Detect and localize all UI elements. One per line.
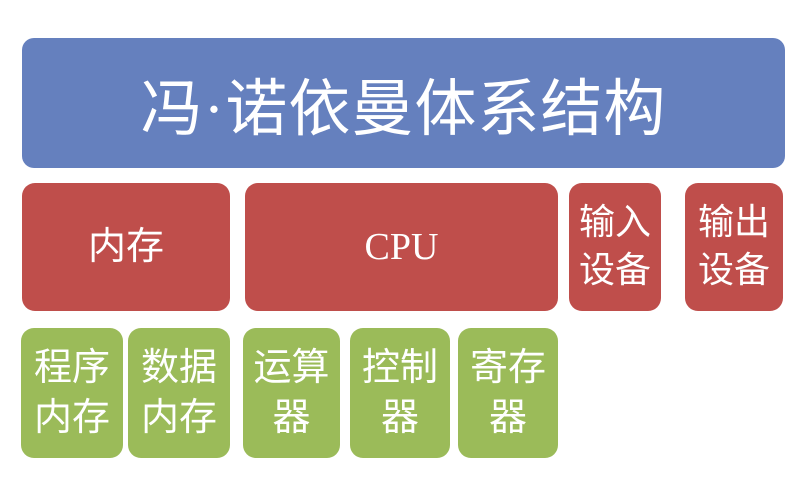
data-memory-label-line1: 数据 xyxy=(140,346,217,389)
memory-box: 内存 xyxy=(22,183,230,311)
title-banner: 冯·诺依曼体系结构 xyxy=(22,38,785,168)
output-device-box: 输出 设备 xyxy=(685,183,783,311)
register-label-line2: 器 xyxy=(488,397,527,439)
input-device-label-line1: 输入 xyxy=(578,202,651,243)
program-memory-label-line1: 程序 xyxy=(33,346,110,389)
control-unit-label-line1: 控制 xyxy=(361,346,438,389)
alu-label-line1: 运算 xyxy=(253,346,330,389)
diagram-title: 冯·诺依曼体系结构 xyxy=(140,76,667,144)
output-device-label-line1: 输出 xyxy=(697,202,770,243)
input-device-box: 输入 设备 xyxy=(569,183,661,311)
register-box: 寄存 器 xyxy=(458,328,558,458)
cpu-box: CPU xyxy=(245,183,558,311)
output-device-label-line2: 设备 xyxy=(697,250,770,290)
memory-label: 内存 xyxy=(87,225,164,268)
register-label-line1: 寄存 xyxy=(469,346,546,389)
control-unit-box: 控制 器 xyxy=(350,328,450,458)
data-memory-label-line2: 内存 xyxy=(140,397,217,439)
program-memory-label-line2: 内存 xyxy=(33,397,110,439)
input-device-label-line2: 设备 xyxy=(578,250,651,290)
alu-box: 运算 器 xyxy=(243,328,340,458)
data-memory-box: 数据 内存 xyxy=(128,328,230,458)
alu-label-line2: 器 xyxy=(272,397,311,439)
control-unit-label-line2: 器 xyxy=(380,397,419,439)
program-memory-box: 程序 内存 xyxy=(21,328,123,458)
cpu-label: CPU xyxy=(364,225,439,268)
